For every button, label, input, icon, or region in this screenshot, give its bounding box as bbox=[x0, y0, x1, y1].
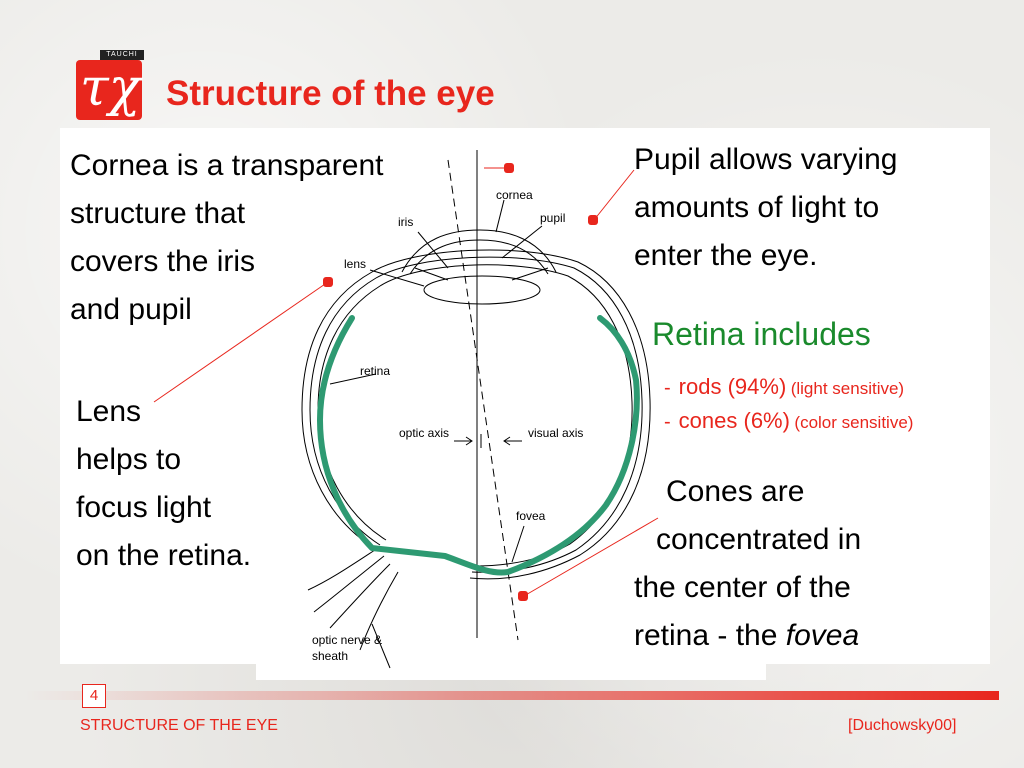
logo-tag: TAUCHI bbox=[100, 50, 144, 60]
footer-citation: [Duchowsky00] bbox=[848, 717, 957, 734]
optic-nerve bbox=[307, 547, 399, 651]
fovea-pointer bbox=[511, 525, 525, 563]
diagram-label-iris: iris bbox=[398, 215, 413, 229]
retina-heading: Retina includes bbox=[652, 316, 871, 352]
logo-red-box bbox=[76, 60, 142, 120]
lens-shape bbox=[423, 275, 541, 305]
cornea-pointer bbox=[495, 199, 505, 233]
fovea-callout-dot bbox=[518, 591, 528, 601]
visual-axis-arrow bbox=[503, 436, 522, 446]
cornea-callout-dot bbox=[504, 163, 514, 173]
iris-shape bbox=[414, 267, 549, 281]
sclera-outer bbox=[301, 249, 651, 580]
pupil-line-3: enter the eye. bbox=[634, 239, 818, 272]
list-dash: - bbox=[664, 411, 671, 433]
optic-nerve-pointer bbox=[371, 623, 391, 669]
retina-list: -rods (94%) (light sensitive) -cones (6%… bbox=[664, 372, 913, 440]
lens-line-1: Lens bbox=[76, 395, 142, 428]
logo-glyph: τχ bbox=[80, 58, 141, 118]
iris-pointer bbox=[417, 231, 449, 269]
visual-axis-line bbox=[447, 159, 519, 641]
diagram-label-pupil: pupil bbox=[540, 211, 565, 225]
lens-line-3: focus light bbox=[76, 491, 212, 524]
diagram-label-cornea: cornea bbox=[496, 188, 533, 202]
pupil-callout-dot bbox=[588, 215, 598, 225]
diagram-label-lens: lens bbox=[344, 257, 366, 271]
cornea-shape bbox=[401, 229, 557, 273]
cornea-inner bbox=[409, 239, 549, 275]
diagram-label-retina: retina bbox=[360, 364, 390, 378]
lens-line-2: helps to bbox=[76, 443, 182, 476]
slide-title: Structure of the eye bbox=[166, 74, 495, 113]
sclera-mid bbox=[309, 256, 643, 573]
footer-section-title: STRUCTURE OF THE EYE bbox=[80, 717, 278, 734]
diagram-label-optic-nerve: optic nerve & bbox=[312, 633, 382, 647]
list-dash: - bbox=[664, 377, 671, 399]
cornea-callout-text: Cornea is a transparent structure that c… bbox=[70, 142, 384, 334]
cones-line-4: retina - the bbox=[634, 619, 786, 652]
tauchi-logo: τχ TAUCHI bbox=[76, 50, 148, 124]
pupil-leader-line bbox=[593, 169, 635, 221]
pupil-line-1: Pupil allows varying bbox=[634, 143, 898, 176]
diagram-panel-bottom bbox=[256, 664, 766, 680]
pupil-line-2: amounts of light to bbox=[634, 191, 880, 224]
cones-note: (color sensitive) bbox=[794, 413, 914, 432]
page-number: 4 bbox=[82, 684, 106, 708]
fovea-emphasis: fovea bbox=[785, 619, 860, 652]
diagram-label-optic-axis: optic axis bbox=[399, 426, 449, 440]
cornea-line-4: and pupil bbox=[70, 293, 192, 326]
cones-line-1: Cones are bbox=[666, 475, 805, 508]
pupil-pointer bbox=[501, 225, 543, 259]
cones-line-2: concentrated in bbox=[656, 523, 862, 556]
lens-line-4: on the retina. bbox=[76, 539, 252, 572]
lens-pointer bbox=[369, 269, 425, 287]
lens-callout-dot bbox=[323, 277, 333, 287]
fovea-leader-line bbox=[523, 517, 659, 597]
pupil-callout-text: Pupil allows varying amounts of light to… bbox=[634, 136, 897, 280]
retina-pointer bbox=[329, 373, 377, 385]
diagram-label-visual-axis: visual axis bbox=[528, 426, 583, 440]
optic-axis-arrow bbox=[454, 436, 473, 446]
rods-text: rods (94%) bbox=[678, 374, 787, 399]
cornea-line-3: covers the iris bbox=[70, 245, 256, 278]
retina-item-cones: -cones (6%) (color sensitive) bbox=[664, 406, 913, 440]
cones-line-3: the center of the bbox=[634, 571, 851, 604]
lens-leader-line bbox=[153, 281, 329, 403]
rods-note: (light sensitive) bbox=[790, 379, 905, 398]
cones-text: cones (6%) bbox=[678, 408, 790, 433]
cornea-line-1: Cornea is a transparent bbox=[70, 149, 384, 182]
retina-highlight bbox=[317, 315, 640, 576]
diagram-label-sheath: sheath bbox=[312, 649, 348, 663]
retina-item-rods: -rods (94%) (light sensitive) bbox=[664, 372, 913, 406]
footer-bar bbox=[24, 691, 999, 700]
cornea-line-2: structure that bbox=[70, 197, 246, 230]
lens-callout-text: Lens helps to focus light on the retina. bbox=[76, 388, 251, 580]
cones-callout-text: Cones are concentrated in the center of … bbox=[634, 468, 861, 660]
diagram-label-fovea: fovea bbox=[516, 509, 546, 523]
